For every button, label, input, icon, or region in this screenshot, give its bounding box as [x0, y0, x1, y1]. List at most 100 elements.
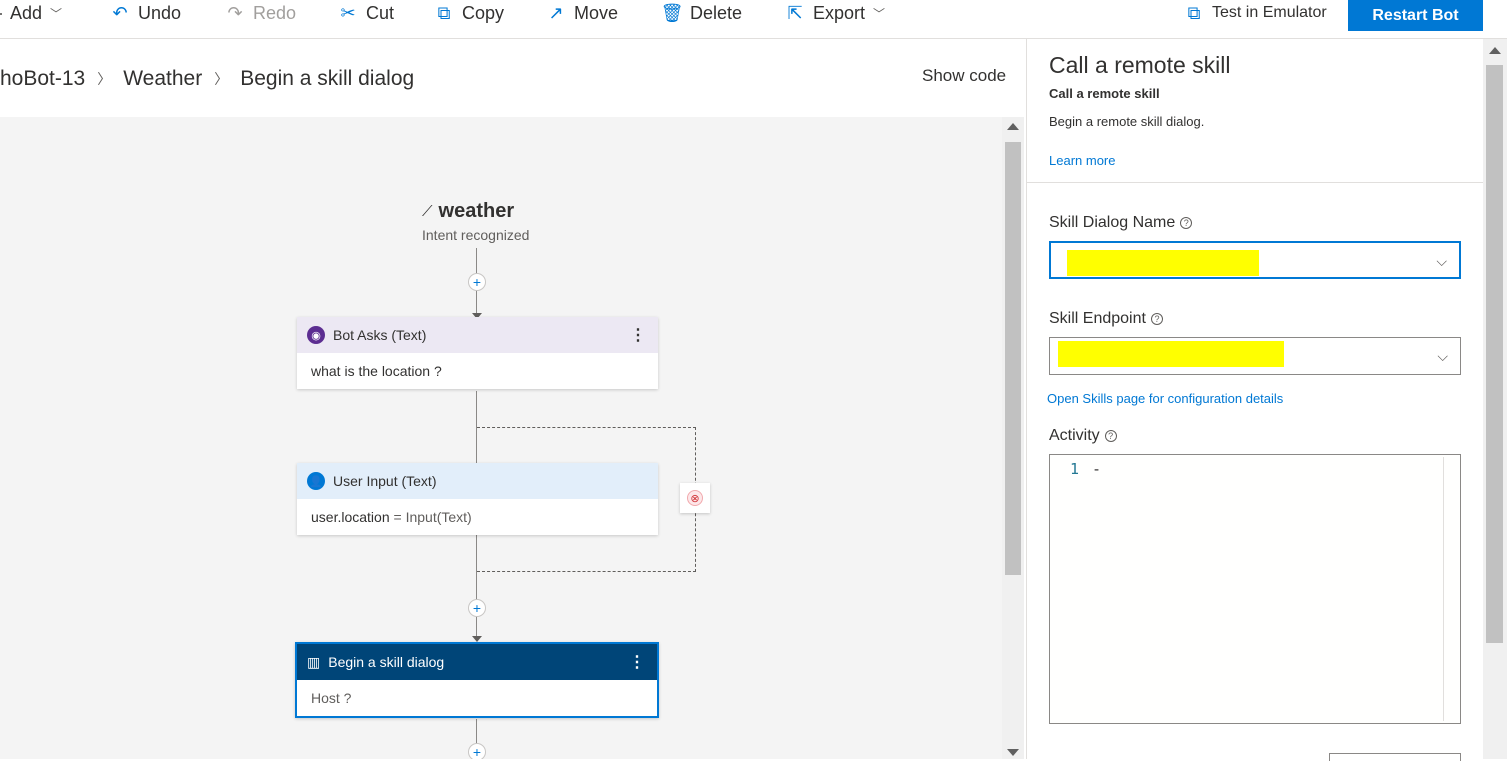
connector-line: [476, 535, 477, 640]
restart-bot-button[interactable]: Restart Bot: [1348, 0, 1483, 31]
add-button[interactable]: · Add ﹀: [0, 0, 62, 26]
add-node-button[interactable]: +: [468, 599, 486, 617]
connector-line: [476, 391, 477, 463]
open-skills-page-link[interactable]: Open Skills page for configuration detai…: [1047, 391, 1284, 406]
equals-sign: =: [389, 509, 406, 525]
export-icon: ⇱: [787, 2, 803, 23]
editor-scrollbar[interactable]: [1443, 457, 1444, 721]
chevron-right-icon: 〉: [97, 71, 112, 87]
redo-icon: ↷: [227, 2, 243, 23]
panel-description: Begin a remote skill dialog.: [1049, 114, 1205, 129]
bot-icon: ◉: [307, 326, 325, 344]
begin-skill-dialog-node[interactable]: ▥ Begin a skill dialog ⋮ Host ?: [295, 642, 659, 718]
user-icon: 👤: [307, 472, 325, 490]
node-header: ◉ Bot Asks (Text) ⋮: [297, 317, 658, 353]
trigger-icon: ⟋: [422, 203, 433, 220]
property-name: user.location: [311, 509, 390, 525]
trash-icon: 🗑: [660, 2, 684, 23]
node-body: user.location = Input(Text): [297, 499, 658, 535]
add-node-button[interactable]: +: [468, 273, 486, 291]
arrow-down-icon: [472, 313, 482, 319]
undo-icon: ↶: [112, 2, 128, 23]
panel-subtitle: Call a remote skill: [1049, 86, 1160, 101]
add-node-button[interactable]: +: [468, 743, 486, 759]
loop-line: [477, 571, 696, 572]
skill-endpoint-label: Skill Endpoint ?: [1049, 310, 1163, 328]
arrow-down-icon: [472, 636, 482, 642]
partial-button[interactable]: [1329, 753, 1461, 761]
property-panel: Call a remote skill Call a remote skill …: [1026, 39, 1483, 761]
chevron-down-icon: ⌵: [1436, 253, 1447, 269]
learn-more-link[interactable]: Learn more: [1049, 153, 1116, 168]
open-external-icon: ⧉: [1187, 2, 1201, 23]
toolbar: · Add ﹀ ↶ Undo ↷ Redo ✂ Cut ⧉ Copy ↗ Mov…: [0, 0, 1507, 39]
panel-title: Call a remote skill: [1049, 52, 1231, 78]
divider: [1027, 182, 1483, 183]
bot-asks-node[interactable]: ◉ Bot Asks (Text) ⋮ what is the location…: [297, 317, 658, 389]
scroll-up-icon[interactable]: [1007, 123, 1019, 130]
trigger-subtitle: Intent recognized: [422, 227, 530, 243]
undo-button[interactable]: ↶ Undo: [110, 0, 181, 26]
error-indicator[interactable]: ⊗: [680, 483, 710, 513]
editor-content: -: [1092, 460, 1102, 478]
move-icon: ↗: [548, 2, 564, 23]
trigger-title[interactable]: ⟋ weather: [422, 200, 514, 223]
breadcrumb-item-dialog[interactable]: Weather: [123, 67, 203, 90]
test-in-emulator-label: Test in Emulator: [1212, 4, 1327, 21]
add-label: Add: [10, 2, 43, 23]
copy-button[interactable]: ⧉ Copy: [434, 0, 504, 26]
node-body: what is the location ?: [311, 363, 442, 379]
chevron-down-icon: ⌵: [1437, 348, 1448, 364]
more-options-icon[interactable]: ⋮: [629, 654, 645, 671]
breadcrumb-item-bot[interactable]: hoBot-13: [0, 67, 86, 90]
export-button[interactable]: ⇱ Export ﹀: [785, 0, 885, 26]
loop-line: [477, 427, 696, 428]
redacted-value: [1067, 250, 1259, 276]
node-title: User Input (Text): [333, 473, 437, 489]
move-label: Move: [574, 2, 619, 23]
scroll-thumb[interactable]: [1005, 142, 1021, 575]
connector-line: [476, 719, 477, 759]
skill-dialog-name-label: Skill Dialog Name ?: [1049, 214, 1193, 232]
activity-editor[interactable]: 1 -: [1049, 454, 1461, 724]
activity-label: Activity ?: [1049, 427, 1117, 445]
redo-button[interactable]: ↷ Redo: [225, 0, 296, 26]
cut-label: Cut: [366, 2, 395, 23]
skill-endpoint-dropdown[interactable]: ⌵: [1049, 337, 1461, 375]
flow-canvas[interactable]: ⟋ weather Intent recognized + + + ◉ Bot …: [0, 117, 1002, 759]
redacted-value: [1058, 341, 1284, 367]
skill-endpoint-label-text: Skill Endpoint: [1049, 310, 1146, 327]
scroll-down-icon[interactable]: [1007, 749, 1019, 756]
activity-label-text: Activity: [1049, 427, 1100, 444]
breadcrumb-item-action[interactable]: Begin a skill dialog: [240, 67, 415, 90]
skill-dialog-name-dropdown[interactable]: ⌵: [1049, 241, 1461, 279]
test-in-emulator-button[interactable]: ⧉ Test in Emulator: [1184, 0, 1327, 26]
panel-scrollbar[interactable]: [1483, 39, 1507, 759]
canvas-scrollbar[interactable]: [1002, 117, 1024, 759]
more-options-icon[interactable]: ⋮: [630, 327, 646, 344]
chevron-down-icon: ﹀: [50, 6, 63, 21]
trigger-title-text: weather: [438, 200, 515, 222]
node-title: Begin a skill dialog: [328, 654, 445, 670]
scroll-thumb[interactable]: [1486, 65, 1503, 643]
delete-label: Delete: [690, 2, 743, 23]
scroll-up-icon[interactable]: [1489, 47, 1501, 54]
redo-label: Redo: [253, 2, 297, 23]
info-icon[interactable]: ?: [1180, 217, 1193, 229]
node-body: Host ?: [311, 690, 352, 706]
breadcrumb: hoBot-13 〉 Weather 〉 Begin a skill dialo…: [0, 62, 414, 96]
info-icon[interactable]: ?: [1104, 430, 1117, 442]
line-number: 1: [1070, 460, 1080, 478]
user-input-node[interactable]: 👤 User Input (Text) user.location = Inpu…: [297, 463, 658, 535]
move-button[interactable]: ↗ Move: [546, 0, 618, 26]
show-code-button[interactable]: Show code: [922, 66, 1007, 85]
add-icon: ·: [0, 3, 4, 24]
copy-label: Copy: [462, 2, 505, 23]
skill-dialog-name-label-text: Skill Dialog Name: [1049, 214, 1176, 231]
cut-button[interactable]: ✂ Cut: [338, 0, 394, 26]
info-icon[interactable]: ?: [1150, 313, 1163, 325]
scissors-icon: ✂: [340, 2, 356, 23]
undo-label: Undo: [138, 2, 182, 23]
delete-button[interactable]: 🗑 Delete: [660, 0, 743, 26]
chevron-right-icon: 〉: [214, 71, 229, 87]
